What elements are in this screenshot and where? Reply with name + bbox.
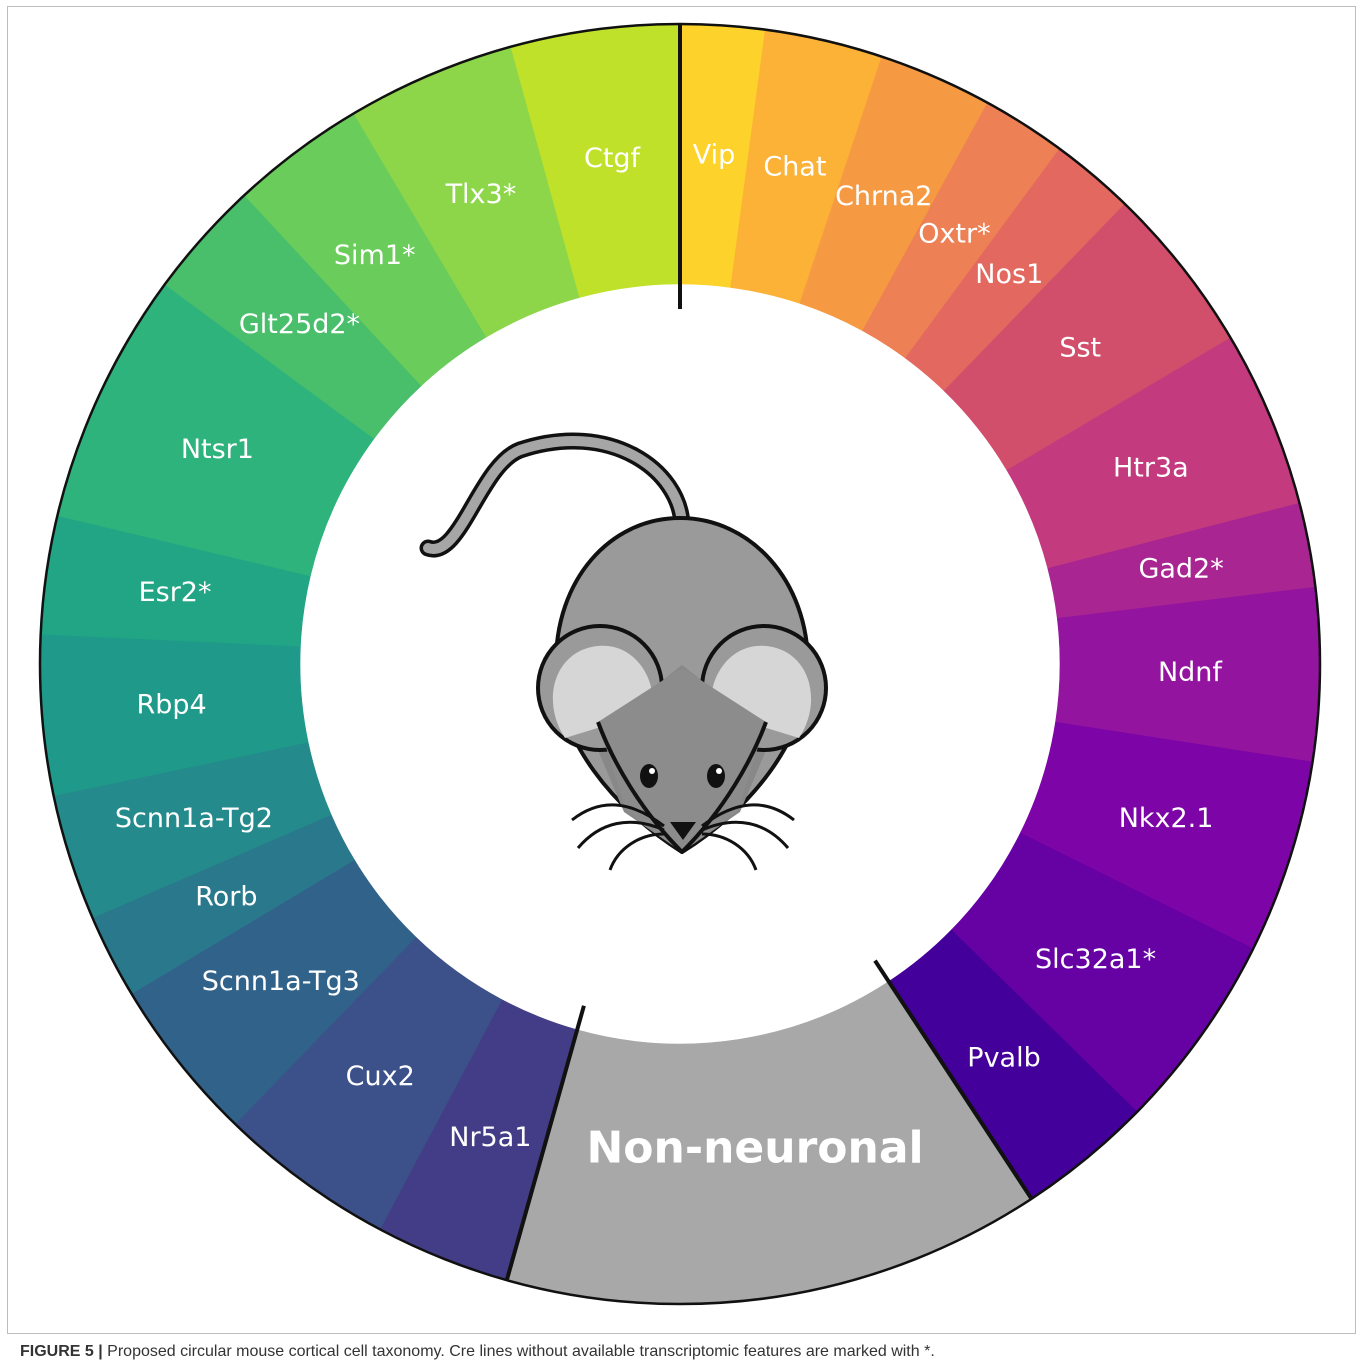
label-sim1: Sim1* xyxy=(334,240,416,271)
label-tlx3: Tlx3* xyxy=(445,179,517,210)
mouse-illustration xyxy=(428,441,826,870)
label-scnn1a-tg3: Scnn1a-Tg3 xyxy=(202,966,360,997)
label-glt25d2: Glt25d2* xyxy=(239,309,360,340)
label-nkx2-1: Nkx2.1 xyxy=(1119,803,1214,834)
label-ctgf: Ctgf xyxy=(584,143,642,174)
left-eye xyxy=(640,764,658,788)
caption-text: Proposed circular mouse cortical cell ta… xyxy=(103,1343,935,1360)
label-ndnf: Ndnf xyxy=(1158,657,1223,688)
label-rbp4: Rbp4 xyxy=(137,689,207,720)
label-esr2: Esr2* xyxy=(139,577,212,608)
label-nos1: Nos1 xyxy=(975,259,1043,290)
label-ntsr1: Ntsr1 xyxy=(181,434,254,465)
right-eye xyxy=(707,764,725,788)
label-gad2: Gad2* xyxy=(1138,554,1223,585)
label-vip: Vip xyxy=(693,140,736,171)
label-sst: Sst xyxy=(1059,332,1101,363)
label-cux2: Cux2 xyxy=(346,1061,415,1092)
label-rorb: Rorb xyxy=(195,882,257,913)
figure-caption: FIGURE 5 | Proposed circular mouse corti… xyxy=(20,1343,1350,1361)
label-pvalb: Pvalb xyxy=(967,1042,1040,1073)
label-scnn1a-tg2: Scnn1a-Tg2 xyxy=(115,803,273,834)
caption-label: FIGURE 5 | xyxy=(20,1343,103,1360)
label-non-neuronal: Non-neuronal xyxy=(586,1123,923,1174)
label-chrna2: Chrna2 xyxy=(835,181,932,212)
label-chat: Chat xyxy=(763,152,826,183)
label-oxtr: Oxtr* xyxy=(918,219,990,250)
label-slc32a1: Slc32a1* xyxy=(1035,944,1156,975)
label-nr5a1: Nr5a1 xyxy=(449,1122,531,1153)
label-htr3a: Htr3a xyxy=(1113,453,1189,484)
